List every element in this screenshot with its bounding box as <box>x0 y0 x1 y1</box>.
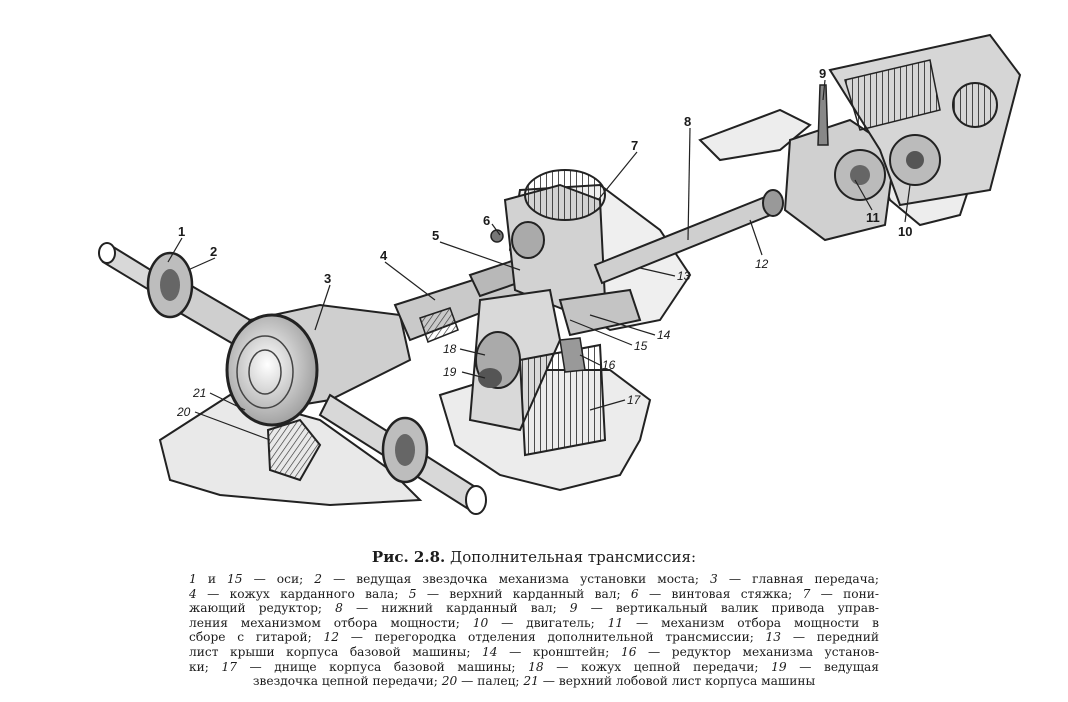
legend-text: ления механизмом отбора мощности; <box>189 615 473 630</box>
legend-part-number: 6 <box>630 586 639 601</box>
final-drive-3 <box>225 303 412 427</box>
legend-text: — пони- <box>810 586 880 601</box>
legend-part-number: 9 <box>569 601 578 616</box>
label-17: 17 <box>627 393 642 407</box>
part-labels: 1 2 3 4 5 6 7 8 9 10 11 12 13 14 15 16 1… <box>176 66 912 419</box>
label-11: 11 <box>866 210 880 225</box>
legend-part-number: 2 <box>314 572 323 586</box>
leader-lines <box>167 79 911 441</box>
label-19: 19 <box>443 365 457 379</box>
legend-text: — редуктор механизма установ- <box>636 644 880 659</box>
legend-part-number: 7 <box>802 586 811 601</box>
legend-part-number: 16 <box>620 644 637 659</box>
legend-text: ки; <box>189 659 222 674</box>
label-20: 20 <box>176 405 191 419</box>
label-15: 15 <box>634 339 648 353</box>
label-12: 12 <box>755 257 769 271</box>
label-10: 10 <box>898 224 912 239</box>
label-13: 13 <box>677 269 691 283</box>
label-3: 3 <box>324 271 331 286</box>
chain-case-18 <box>468 288 562 432</box>
label-8: 8 <box>684 114 691 129</box>
legend-part-number: 3 <box>710 572 718 586</box>
engine-10 <box>828 33 1022 207</box>
legend-text: — вертикальный валик привода управ- <box>577 601 879 616</box>
legend-line: звездочка цепной передачи; 20 — палец; 2… <box>189 674 879 689</box>
legend-line: ки; 17 — днище корпуса базовой машины; 1… <box>189 660 879 675</box>
label-16: 16 <box>602 358 616 372</box>
legend-text: — винтовая стяжка; <box>638 586 803 601</box>
legend-line: сборе с гитарой; 12 — перегородка отделе… <box>189 630 879 645</box>
legend-text: — оси; <box>242 572 315 586</box>
figure-title: Дополнительная трансмиссия: <box>450 548 697 566</box>
legend-text: — перегородка отделения дополнительной т… <box>339 630 766 645</box>
legend-text: лист крыши корпуса базовой машины; <box>189 644 483 659</box>
label-6: 6 <box>483 213 490 228</box>
caption-title: Рис. 2.8. Дополнительная трансмиссия: <box>0 548 1068 566</box>
legend-text: — нижний карданный вал; <box>342 601 570 616</box>
legend-part-number: 15 <box>227 572 243 586</box>
legend-line: жающий редуктор; 8 — нижний карданный ва… <box>189 601 879 616</box>
transmission-drawing: 1 2 3 4 5 6 7 8 9 10 11 12 13 14 15 16 1… <box>98 33 1022 515</box>
label-9: 9 <box>819 66 826 81</box>
label-21: 21 <box>192 386 206 400</box>
legend-text: сборе с гитарой; <box>189 630 324 645</box>
legend-text: — ведущая <box>786 659 879 674</box>
legend-part-number: 12 <box>323 630 339 645</box>
legend-text: — кронштейн; <box>497 644 621 659</box>
legend-text: — палец; <box>457 674 524 689</box>
figure-legend: 1 и 15 — оси; 2 — ведущая звездочка меха… <box>189 572 879 689</box>
legend-part-number: 4 <box>189 586 197 601</box>
legend-text: — главная передача; <box>717 572 880 586</box>
label-1: 1 <box>178 224 185 239</box>
legend-part-number: 14 <box>482 644 498 659</box>
label-14: 14 <box>657 328 671 342</box>
legend-line: 1 и 15 — оси; 2 — ведущая звездочка меха… <box>189 572 879 587</box>
legend-text: — передний <box>781 630 879 645</box>
legend-text: — ведущая звездочка механизма установки … <box>322 572 711 586</box>
legend-text: — двигатель; <box>488 615 608 630</box>
legend-part-number: 17 <box>221 659 237 674</box>
legend-part-number: 21 <box>523 674 539 689</box>
legend-text: — механизм отбора мощности в <box>623 615 879 630</box>
figure-number: Рис. 2.8. <box>371 548 446 566</box>
legend-part-number: 19 <box>771 659 787 674</box>
legend-part-number: 5 <box>408 586 417 601</box>
legend-part-number: 8 <box>335 601 343 616</box>
legend-text: звездочка цепной передачи; <box>252 674 442 689</box>
legend-text: — кожух цепной передачи; <box>543 659 772 674</box>
pto-unit-11 <box>783 84 897 242</box>
legend-line: лист крыши корпуса базовой машины; 14 — … <box>189 645 879 660</box>
lower-cardan-8 <box>593 189 784 285</box>
label-5: 5 <box>432 228 439 243</box>
legend-part-number: 13 <box>765 630 782 645</box>
label-18: 18 <box>443 342 457 356</box>
legend-part-number: 1 <box>189 572 197 586</box>
legend-text: — кожух карданного вала; <box>196 586 409 601</box>
drive-sprocket-2 <box>146 251 194 319</box>
legend-line: 4 — кожух карданного вала; 5 — верхний к… <box>189 587 879 602</box>
legend-text: жающий редуктор; <box>189 601 336 616</box>
label-4: 4 <box>380 248 388 263</box>
legend-part-number: 20 <box>441 674 458 689</box>
legend-part-number: 18 <box>528 659 544 674</box>
legend-text: — верхний лобовой лист корпуса машины <box>538 674 816 689</box>
legend-part-number: 10 <box>472 615 489 630</box>
figure-caption: Рис. 2.8. Дополнительная трансмиссия: 1 … <box>0 548 1068 689</box>
label-2: 2 <box>210 244 217 259</box>
legend-line: ления механизмом отбора мощности; 10 — д… <box>189 616 879 631</box>
legend-text: — днище корпуса базовой машины; <box>236 659 529 674</box>
right-axle-15 <box>318 393 487 515</box>
pin-bracket-20 <box>266 418 322 482</box>
reducer-16 <box>518 337 607 457</box>
label-7: 7 <box>631 138 638 153</box>
legend-text: — верхний карданный вал; <box>416 586 631 601</box>
legend-text: и <box>196 572 227 586</box>
legend-part-number: 11 <box>607 615 624 630</box>
